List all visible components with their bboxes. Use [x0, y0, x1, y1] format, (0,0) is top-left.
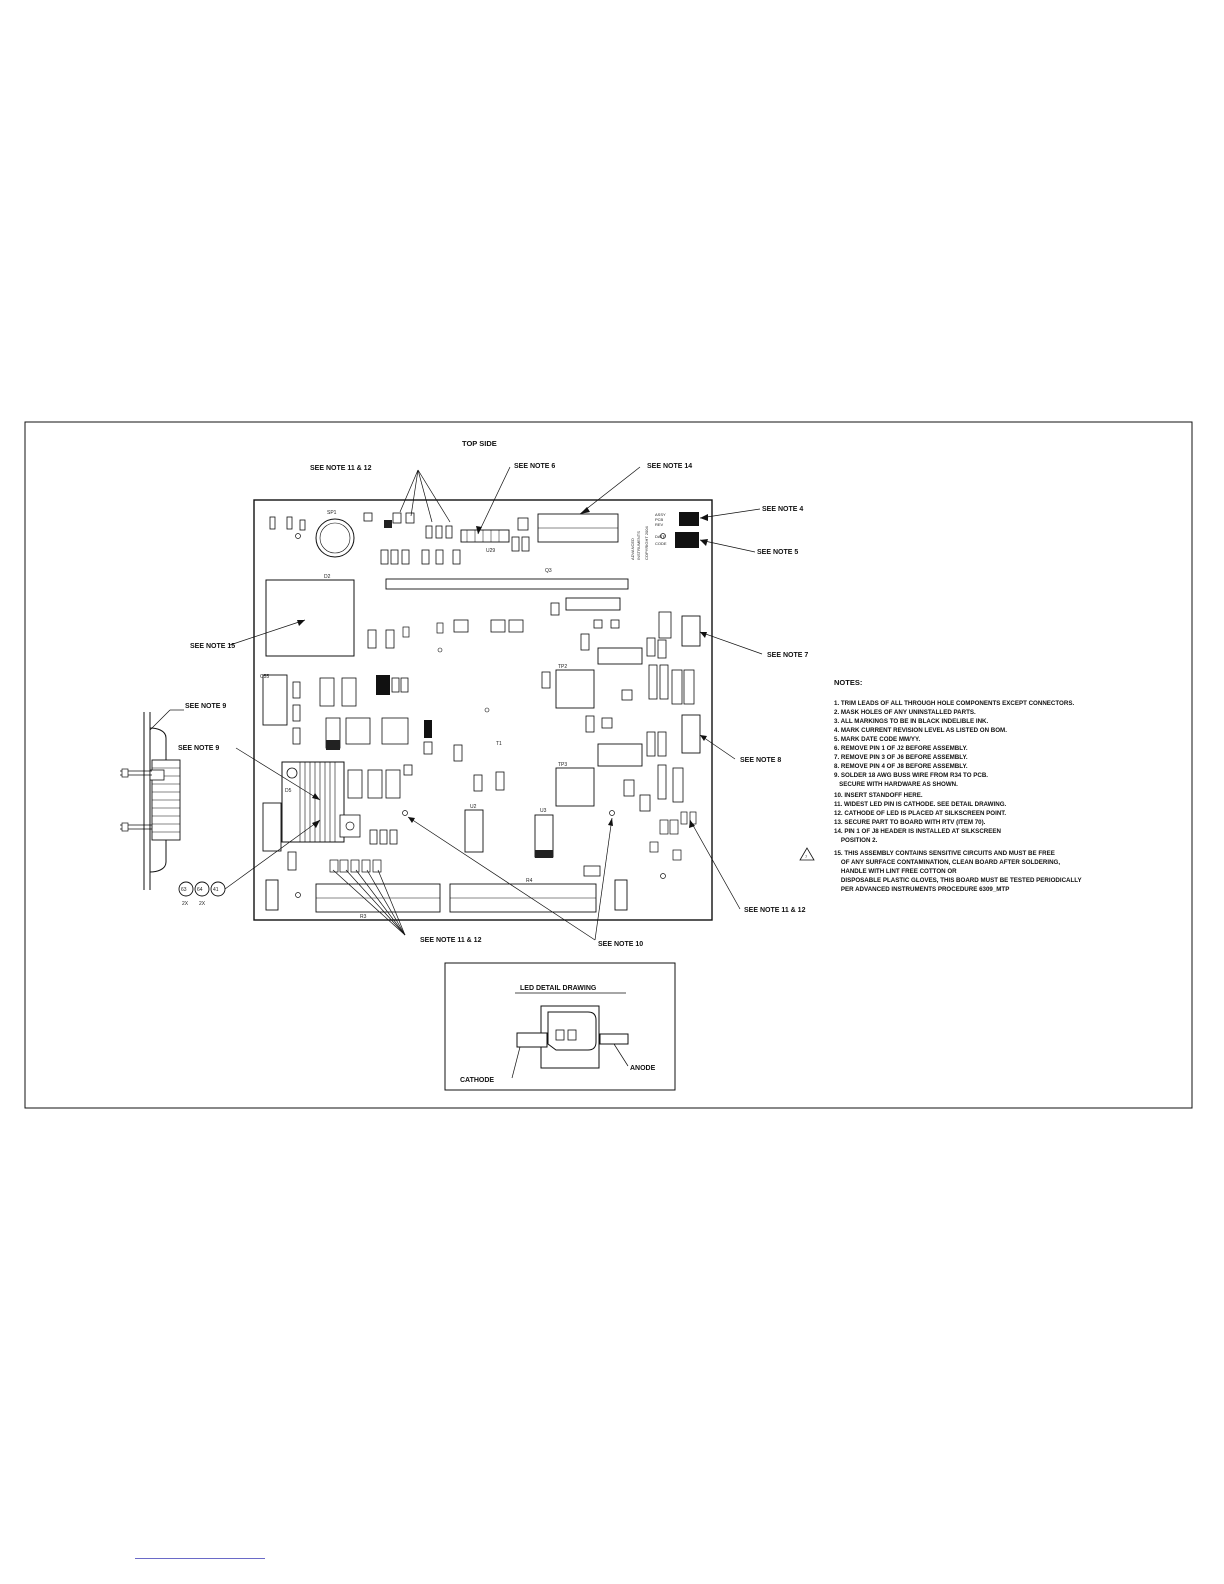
callout-note-9-heatsink: SEE NOTE 9 [178, 745, 219, 752]
svg-text:D2: D2 [324, 574, 331, 580]
note-line: 12. CATHODE OF LED IS PLACED AT SILKSCRE… [834, 810, 1006, 817]
note-line: 10. INSERT STANDOFF HERE. [834, 792, 923, 799]
transformer-k1 [265, 579, 355, 657]
standoff-hole [402, 810, 408, 816]
callout-note-14: SEE NOTE 14 [647, 463, 692, 470]
svg-text:D5: D5 [285, 788, 292, 794]
svg-text:U2: U2 [470, 804, 477, 810]
j5-header [385, 578, 629, 590]
note-line: 8. REMOVE PIN 4 OF J8 BEFORE ASSEMBLY. [834, 763, 968, 770]
callout-note-9-side: SEE NOTE 9 [185, 703, 226, 710]
svg-text:63: 63 [181, 887, 187, 893]
note-line: 15. THIS ASSEMBLY CONTAINS SENSITIVE CIR… [834, 850, 1055, 857]
svg-text:64: 64 [197, 887, 203, 893]
svg-text:ASSY: ASSY [655, 512, 666, 517]
callout-note-11-12-top: SEE NOTE 11 & 12 [310, 465, 372, 472]
standoff-hole [609, 810, 615, 816]
svg-text:C55: C55 [260, 674, 269, 680]
board-outline [253, 499, 713, 921]
svg-text:2X: 2X [182, 901, 189, 907]
note-line: 3. ALL MARKINGS TO BE IN BLACK INDELIBLE… [834, 718, 989, 725]
svg-text:U3: U3 [540, 808, 547, 814]
footer-link-underline [135, 1558, 265, 1559]
note-line: 1. TRIM LEADS OF ALL THROUGH HOLE COMPON… [834, 700, 1074, 707]
board-markings: ADVANCED INSTRUMENTS COPYRIGHT 2004 [630, 526, 649, 560]
buzzer-sp1 [315, 518, 355, 558]
notes-header: NOTES: [834, 678, 862, 687]
note-line: 6. REMOVE PIN 1 OF J2 BEFORE ASSEMBLY. [834, 745, 968, 752]
callout-note-8: SEE NOTE 8 [740, 757, 781, 764]
svg-text:SP1: SP1 [327, 510, 337, 516]
note-line: 13. SECURE PART TO BOARD WITH RTV (ITEM … [834, 819, 986, 826]
anode-lead [599, 1033, 629, 1045]
svg-text:Q3: Q3 [545, 568, 552, 574]
note-line: OF ANY SURFACE CONTAMINATION, CLEAN BOAR… [834, 859, 1060, 866]
svg-text:U29: U29 [486, 548, 495, 554]
drawing-frame [24, 421, 1193, 1109]
note-line: 4. MARK CURRENT REVISION LEVEL AS LISTED… [834, 727, 1007, 734]
rev-marking-box [679, 512, 699, 526]
svg-text:REV: REV [655, 522, 664, 527]
note-line: 2. MASK HOLES OF ANY UNINSTALLED PARTS. [834, 709, 976, 716]
j2-header [460, 529, 510, 543]
callouts [229, 466, 763, 941]
callout-note-11-12-right: SEE NOTE 11 & 12 [744, 907, 806, 914]
date-code-box [675, 532, 699, 548]
svg-text:ADVANCED: ADVANCED [630, 538, 635, 560]
svg-text:2X: 2X [199, 901, 206, 907]
note-line: POSITION 2. [834, 837, 878, 844]
revision-triangle-icon [799, 847, 815, 861]
note-line: PER ADVANCED INSTRUMENTS PROCEDURE 6309_… [834, 886, 1009, 893]
svg-text:TP3: TP3 [558, 762, 567, 768]
callout-arrowheads [297, 507, 708, 828]
svg-text:TP2: TP2 [558, 664, 567, 670]
note-line: SECURE WITH HARDWARE AS SHOWN. [834, 781, 958, 788]
svg-text:R3: R3 [360, 914, 367, 920]
note-line: 11. WIDEST LED PIN IS CATHODE. SEE DETAI… [834, 801, 1007, 808]
view-title: TOP SIDE [462, 439, 497, 448]
callout-note-4: SEE NOTE 4 [762, 506, 803, 513]
note-line: HANDLE WITH LINT FREE COTTON OR [834, 868, 957, 875]
svg-text:R4: R4 [526, 878, 533, 884]
callout-note-10: SEE NOTE 10 [598, 941, 643, 948]
side-view [120, 709, 184, 890]
svg-text:41: 41 [213, 887, 219, 893]
pcb-board: ADVANCED INSTRUMENTS COPYRIGHT 2004 ASSY… [253, 499, 713, 921]
svg-text:CODE: CODE [655, 541, 667, 546]
cathode-lead [516, 1032, 548, 1048]
svg-text:T1: T1 [496, 741, 502, 747]
note-line: DISPOSABLE PLASTIC GLOVES, THIS BOARD MU… [834, 877, 1083, 884]
svg-text:COPYRIGHT 2004: COPYRIGHT 2004 [644, 526, 649, 560]
notes-block: NOTES: 1. TRIM LEADS OF ALL THROUGH HOLE… [799, 678, 1083, 893]
callout-note-6: SEE NOTE 6 [514, 463, 555, 470]
callout-note-7: SEE NOTE 7 [767, 652, 808, 659]
svg-text:PCB: PCB [655, 517, 664, 522]
cathode-label: CATHODE [460, 1077, 494, 1084]
anode-label: ANODE [630, 1065, 656, 1072]
led-detail-title: LED DETAIL DRAWING [520, 985, 597, 992]
svg-text:7: 7 [805, 854, 808, 859]
callout-note-15: SEE NOTE 15 [190, 643, 235, 650]
callout-note-11-12-bottom: SEE NOTE 11 & 12 [420, 937, 482, 944]
note-line: 14. PIN 1 OF J8 HEADER IS INSTALLED AT S… [834, 828, 1002, 835]
note-line: 7. REMOVE PIN 3 OF J6 BEFORE ASSEMBLY. [834, 754, 968, 761]
led-detail-drawing: LED DETAIL DRAWING CATHODE ANODE [444, 962, 676, 1091]
svg-text:INSTRUMENTS: INSTRUMENTS [636, 531, 641, 560]
item-balloons: 63 2X 64 2X 41 [178, 819, 321, 907]
note-line: 9. SOLDER 18 AWG BUSS WIRE FROM R34 TO P… [834, 772, 988, 779]
note-line: 5. MARK DATE CODE MM/YY. [834, 736, 920, 743]
callout-note-5: SEE NOTE 5 [757, 549, 798, 556]
